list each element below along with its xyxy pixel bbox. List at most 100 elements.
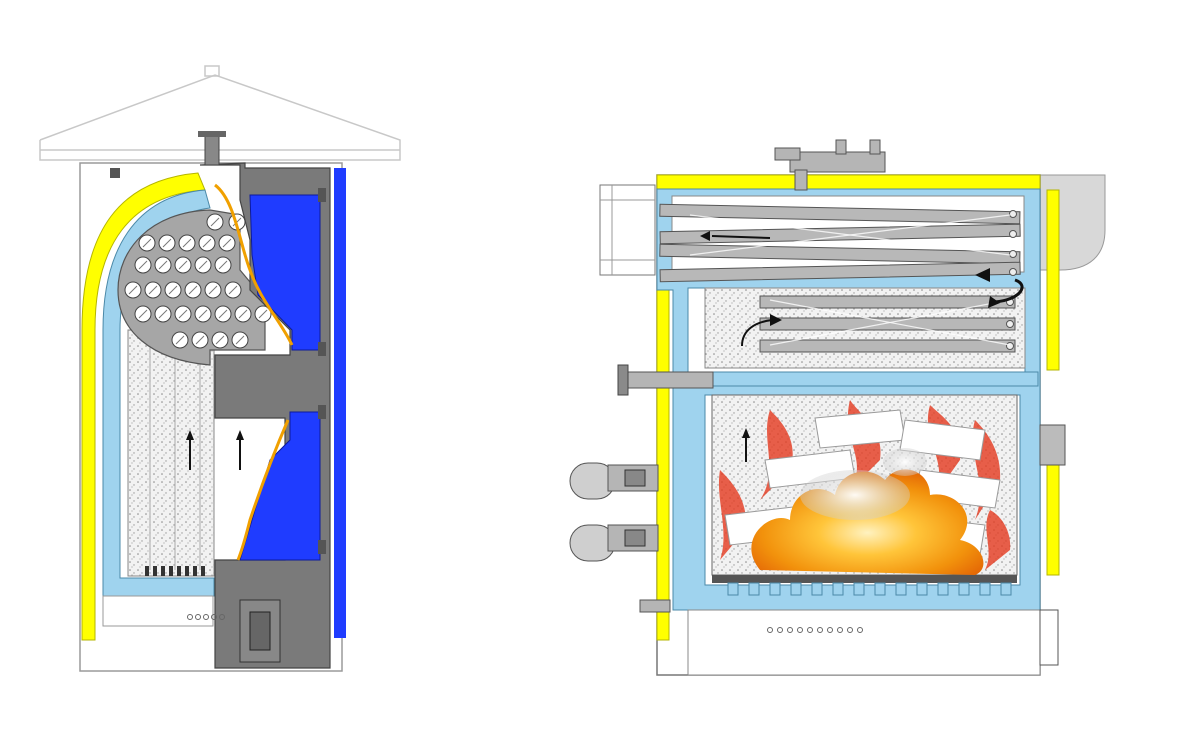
tube-marker: [148, 285, 158, 295]
tube-marker: [162, 238, 172, 248]
tube-marker: [142, 238, 152, 248]
grate-bar: [161, 566, 165, 576]
rear-insulation: [1046, 189, 1060, 371]
tube-marker: [158, 260, 168, 270]
flue-tube: [759, 295, 1016, 309]
flue-tube: [659, 243, 1021, 265]
grate-bar: [153, 566, 157, 576]
turbulator-line: [689, 214, 1011, 256]
hot-gas-path-lower: [236, 419, 290, 561]
turbulator-line: [769, 299, 1011, 346]
combustion-chamber: [127, 329, 215, 577]
grate-slot: [769, 582, 781, 596]
grate-slot: [748, 582, 760, 596]
top-insulation: [656, 174, 1041, 190]
tube-end: [1006, 342, 1014, 350]
tube-marker: [178, 309, 188, 319]
flue-tube: [659, 261, 1021, 283]
water-side-upper: [249, 194, 321, 351]
tube-marker: [128, 285, 138, 295]
grate-base: [712, 575, 1017, 583]
grate-bar: [201, 566, 205, 576]
tube-marker: [218, 309, 228, 319]
drain-pipe: [639, 599, 671, 613]
tube-end: [1009, 250, 1017, 258]
grate-slot: [916, 582, 928, 596]
grate-slot: [1000, 582, 1012, 596]
door-handle: [249, 611, 271, 651]
grate-slot: [727, 582, 739, 596]
air-holes: [187, 614, 225, 620]
tube-end: [1009, 210, 1017, 218]
tube-marker: [202, 238, 212, 248]
grate: [145, 566, 205, 576]
rear-door: [1039, 424, 1066, 466]
tube-marker: [235, 335, 245, 345]
tube-circles: [124, 213, 272, 349]
insulation-layer: [81, 172, 206, 641]
grate-slot: [832, 582, 844, 596]
tube-marker: [210, 217, 220, 227]
grate-bar: [177, 566, 181, 576]
front-insulation: [656, 284, 670, 641]
tube-marker: [215, 335, 225, 345]
tube-marker: [198, 260, 208, 270]
tube-marker: [182, 238, 192, 248]
grate-bar: [185, 566, 189, 576]
grate-bar: [193, 566, 197, 576]
air-flow-arrows: [186, 430, 244, 470]
smoke-cloud-upper: [883, 448, 927, 476]
tube-marker: [168, 285, 178, 295]
roof-outline: [39, 65, 401, 161]
tube-end: [1009, 230, 1017, 238]
grate-bar: [145, 566, 149, 576]
flue-tube: [759, 317, 1016, 331]
ash-chamber: [687, 609, 1041, 676]
rear-panel: [1039, 609, 1059, 666]
grate-slot: [874, 582, 886, 596]
air-holes-side: [767, 627, 863, 633]
tube-marker: [222, 238, 232, 248]
tube-marker: [188, 285, 198, 295]
ash-pan: [102, 595, 214, 627]
crossover-pipe: [687, 371, 1039, 387]
grate-bar: [169, 566, 173, 576]
grate-slot: [958, 582, 970, 596]
side-section-view: [569, 139, 1106, 676]
tube-marker: [258, 309, 268, 319]
flow-pipe: [774, 139, 886, 191]
return-pipe: [617, 364, 714, 396]
air-fan-upper: [569, 462, 659, 500]
grate-slot: [853, 582, 865, 596]
gas-flow-arrows: [700, 231, 1024, 462]
tube-marker: [228, 285, 238, 295]
tube-marker: [178, 260, 188, 270]
flue-tube: [759, 339, 1016, 353]
tube-marker: [195, 335, 205, 345]
tube-marker: [158, 309, 168, 319]
flue-tubes-side: [659, 203, 1039, 387]
blue-outer-panel: [334, 168, 346, 638]
chamber-inner-lines: [149, 345, 201, 570]
tube-marker: [138, 309, 148, 319]
tube-marker: [198, 309, 208, 319]
grate-slot: [937, 582, 949, 596]
hot-gas-path-upper: [214, 183, 294, 346]
tube-marker: [218, 260, 228, 270]
grate-slot: [790, 582, 802, 596]
tube-marker: [175, 335, 185, 345]
grate-slot: [811, 582, 823, 596]
bolts: [110, 168, 326, 554]
flue-tube: [659, 203, 1021, 225]
grate-side: [712, 575, 1017, 596]
front-section-view: [39, 65, 401, 672]
grate-slot: [979, 582, 991, 596]
tube-end: [1006, 320, 1014, 328]
smoke-cloud: [800, 470, 910, 520]
air-fan-lower: [569, 524, 659, 562]
flue-outlet-cap: [198, 131, 226, 137]
tube-end: [1009, 268, 1017, 276]
tube-marker: [138, 260, 148, 270]
